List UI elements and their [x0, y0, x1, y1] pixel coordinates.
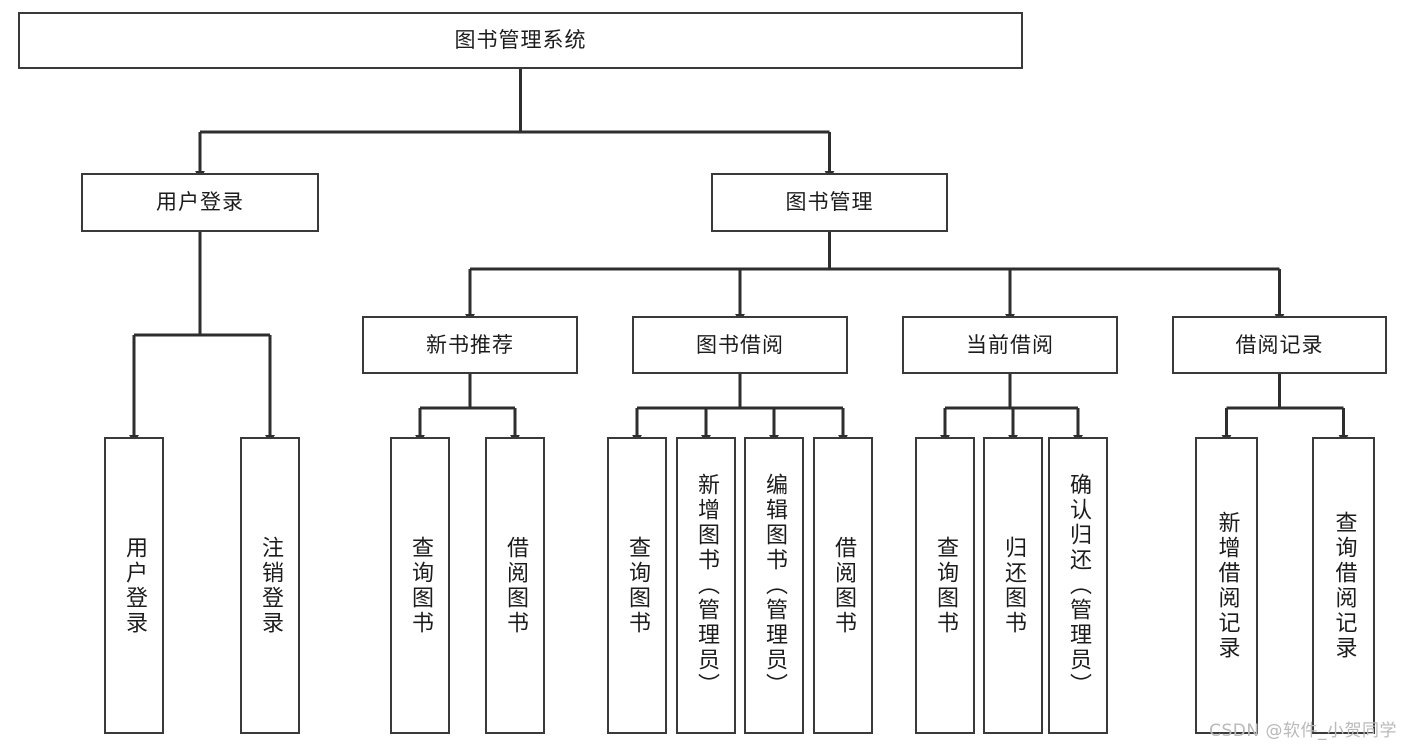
node-leaf_query_2[interactable]: 查询图书: [607, 437, 667, 734]
node-leaf_logout[interactable]: 注销登录: [240, 437, 300, 734]
node-label: 查询借阅记录: [1331, 510, 1357, 661]
node-label: 当前借阅: [966, 332, 1054, 357]
node-label: 确认归还（管理员）: [1065, 473, 1091, 698]
node-label: 图书管理: [785, 190, 874, 215]
node-root[interactable]: 图书管理系统: [18, 12, 1023, 69]
node-label: 借阅图书: [502, 535, 528, 636]
node-leaf_return[interactable]: 归还图书: [983, 437, 1043, 734]
node-label: 新增图书（管理员）: [693, 473, 719, 698]
node-label: 查询图书: [624, 535, 650, 636]
node-label: 归还图书: [1000, 535, 1026, 636]
node-label: 用户登录: [156, 190, 244, 215]
node-user_login[interactable]: 用户登录: [81, 173, 319, 232]
node-label: 借阅记录: [1235, 332, 1324, 357]
node-leaf_confirm[interactable]: 确认归还（管理员）: [1048, 437, 1108, 734]
node-leaf_borrow_1[interactable]: 借阅图书: [485, 437, 545, 734]
node-label: 用户登录: [121, 535, 147, 636]
edge-paths: [129, 69, 1349, 444]
node-label: 查询图书: [407, 535, 433, 636]
node-label: 新书推荐: [426, 332, 514, 357]
node-leaf_add_book[interactable]: 新增图书（管理员）: [676, 437, 736, 734]
node-book_borrow[interactable]: 图书借阅: [632, 316, 848, 374]
node-label: 查询图书: [932, 535, 958, 636]
node-leaf_query_1[interactable]: 查询图书: [390, 437, 450, 734]
node-book_manage[interactable]: 图书管理: [711, 173, 948, 232]
node-label: 图书管理系统: [454, 28, 587, 53]
node-leaf_user_login[interactable]: 用户登录: [104, 437, 164, 734]
node-leaf_edit_book[interactable]: 编辑图书（管理员）: [744, 437, 804, 734]
node-new_book_rec[interactable]: 新书推荐: [362, 316, 578, 374]
node-label: 新增借阅记录: [1214, 510, 1240, 661]
node-label: 借阅图书: [830, 535, 856, 636]
node-label: 注销登录: [257, 535, 283, 636]
watermark: CSDN @软件_小贺同学: [1209, 721, 1397, 741]
node-leaf_query_3[interactable]: 查询图书: [915, 437, 975, 734]
node-current_borrow[interactable]: 当前借阅: [902, 316, 1118, 374]
node-leaf_borrow_2[interactable]: 借阅图书: [813, 437, 873, 734]
node-label: 编辑图书（管理员）: [761, 473, 787, 698]
node-leaf_add_rec[interactable]: 新增借阅记录: [1195, 437, 1258, 734]
node-borrow_record[interactable]: 借阅记录: [1172, 316, 1387, 374]
node-label: 图书借阅: [696, 332, 784, 357]
node-leaf_query_rec[interactable]: 查询借阅记录: [1312, 437, 1375, 734]
